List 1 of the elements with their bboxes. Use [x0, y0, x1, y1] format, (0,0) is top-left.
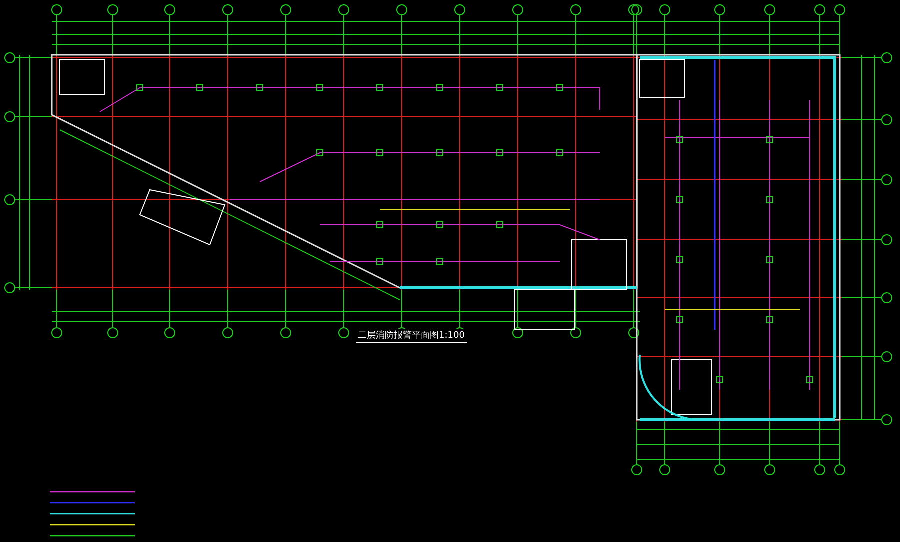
drawing-title: 二层消防报警平面图1:100	[356, 329, 467, 343]
